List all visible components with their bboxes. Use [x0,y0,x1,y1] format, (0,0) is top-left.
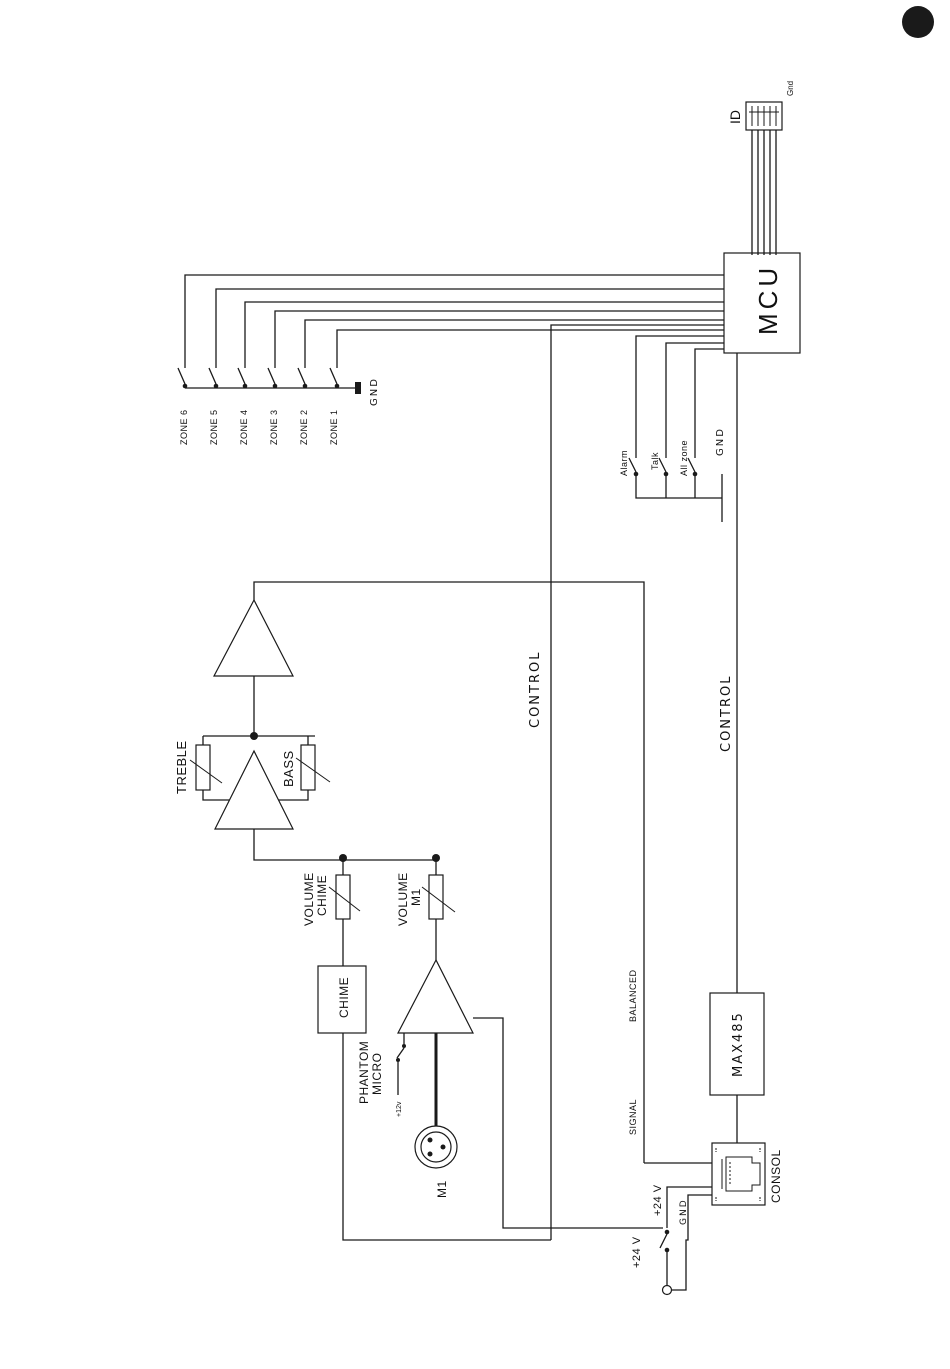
zone4-label: ZONE 4 [239,409,249,445]
id-label: ID [727,110,743,124]
zone1-label: ZONE 1 [329,409,339,445]
zone-switches [178,368,361,394]
plus12v-label: +12v [396,1101,403,1117]
treble-label: TREBLE [174,740,189,794]
zone-gnd-label: GND [369,377,380,406]
page-marker-dot [902,6,934,38]
bass-label: BASS [281,750,296,787]
volume-chime-label-1: VOLUME [302,872,316,926]
volume-m1-pot [422,858,455,960]
zone5-label: ZONE 5 [209,409,219,445]
plus24v-label-a: +24 V [631,1236,643,1268]
control-switches [629,336,724,522]
treble-pot [190,736,230,800]
power-switch [660,1230,686,1290]
balanced-label: BALANCED [628,969,638,1022]
id-dip-switch [746,102,782,255]
volume-chime-pot [329,858,360,966]
consol-rj45-connector [712,1143,765,1205]
plus24v-label-b: +24 V [652,1184,664,1216]
zone6-label: ZONE 6 [179,409,189,445]
consol-label: CONSOL [769,1149,783,1203]
chime-label: CHIME [337,977,351,1018]
phantom-label-1: PHANTOM [357,1041,371,1104]
volume-chime-label-2: CHIME [315,875,329,916]
talk-label: Talk [650,452,660,470]
mcu-label: MCU [753,264,783,335]
phantom-switch [396,1033,406,1095]
signal-label: SIGNAL [628,1099,638,1135]
max485-label: MAX485 [731,1011,746,1077]
alarm-label: Alarm [619,450,629,476]
zone3-label: ZONE 3 [269,409,279,445]
phantom-label-2: MICRO [370,1053,384,1096]
consol-gnd-wire [686,1195,712,1262]
control-right-label: CONTROL [719,675,734,752]
m1-xlr-connector [415,1126,457,1168]
volume-m1-label-1: VOLUME [396,872,410,926]
allzone-label: All zone [679,440,689,476]
switch-gnd-label: GND [715,427,726,456]
zone2-label: ZONE 2 [299,409,309,445]
volume-m1-label-2: M1 [409,888,423,906]
id-gnd-label: Gnd [786,81,795,96]
mic-preamp [398,960,473,1033]
control-left-label: CONTROL [528,651,543,728]
output-amplifier [214,600,293,676]
zone-wires [185,275,724,368]
m1-label: M1 [435,1180,449,1198]
power-jack [663,1286,672,1295]
gnd-power-label: GND [679,1198,689,1225]
consol-24v-wire [667,1187,712,1228]
